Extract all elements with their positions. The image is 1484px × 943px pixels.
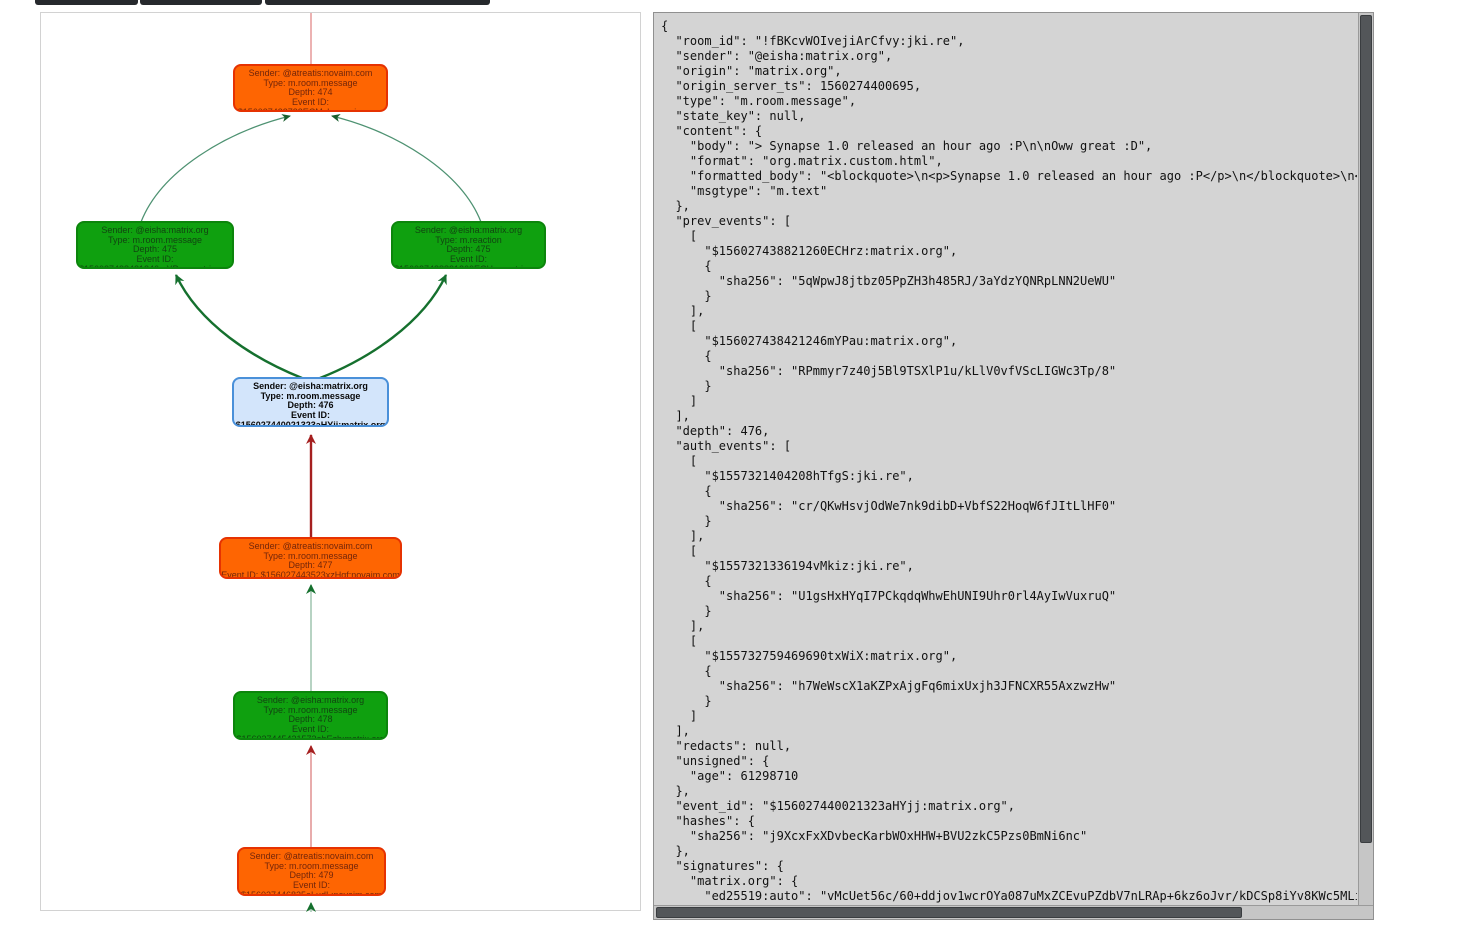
event-json-panel: { "room_id": "!fBKcvWOIvejiArCfvy:jki.re… <box>653 12 1374 920</box>
dag-edges <box>140 13 482 912</box>
toolbar-button-1[interactable] <box>35 0 138 5</box>
toolbar-button-3[interactable] <box>265 0 490 5</box>
horizontal-scrollbar[interactable] <box>654 905 1373 919</box>
event-node-depth-477[interactable]: Sender: @atreatis:novaim.com Type: m.roo… <box>219 537 402 579</box>
event-node-depth-475-right[interactable]: Sender: @eisha:matrix.org Type: m.reacti… <box>391 221 546 269</box>
event-node-depth-475-left[interactable]: Sender: @eisha:matrix.org Type: m.room.m… <box>76 221 234 269</box>
vertical-scrollbar-thumb[interactable] <box>1360 15 1372 843</box>
event-node-depth-478[interactable]: Sender: @eisha:matrix.org Type: m.room.m… <box>233 691 388 740</box>
event-node-depth-474[interactable]: Sender: @atreatis:novaim.com Type: m.roo… <box>233 64 388 112</box>
vertical-scrollbar[interactable] <box>1358 13 1373 905</box>
event-dag-panel: Sender: @atreatis:novaim.com Type: m.roo… <box>40 12 641 912</box>
event-node-depth-479[interactable]: Sender: @atreatis:novaim.com Type: m.roo… <box>237 847 386 896</box>
toolbar-button-2[interactable] <box>140 0 262 5</box>
event-json-text: { "room_id": "!fBKcvWOIvejiArCfvy:jki.re… <box>661 19 1357 903</box>
event-node-depth-476-selected[interactable]: Sender: @eisha:matrix.org Type: m.room.m… <box>232 377 389 427</box>
horizontal-scrollbar-thumb[interactable] <box>656 907 1242 918</box>
